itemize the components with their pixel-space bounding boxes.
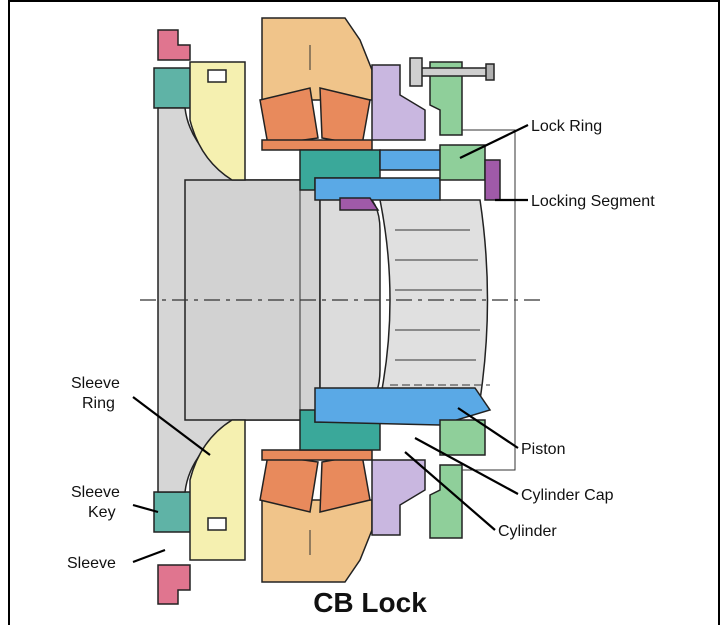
- lock-ring-part: [429, 61, 486, 539]
- label-sleeve-ring-line1: Sleeve: [71, 375, 120, 392]
- label-piston: Piston: [521, 441, 565, 458]
- cylinder-cap-part: [371, 64, 426, 536]
- label-sleeve-key-line2: Key: [88, 504, 116, 521]
- label-cylinder: Cylinder: [498, 523, 557, 540]
- label-locking-segment: Locking Segment: [531, 193, 655, 210]
- label-sleeve-ring-line2: Ring: [82, 395, 115, 412]
- sleeve-ring-part: [189, 61, 246, 561]
- label-lock-ring: Lock Ring: [531, 118, 602, 135]
- label-sleeve: Sleeve: [67, 555, 116, 572]
- bolt-hardware: [409, 57, 495, 87]
- sleeve-part: [157, 29, 191, 605]
- leader-lines: [132, 124, 529, 564]
- diagram-title: CB Lock: [313, 587, 427, 618]
- bearing-housing: [261, 17, 373, 583]
- label-sleeve-key-line1: Sleeve: [71, 484, 120, 501]
- locking-segment-part: [339, 159, 501, 211]
- piston-part: [314, 149, 492, 426]
- bearing-rollers: [259, 87, 373, 513]
- diagram-frame: [8, 0, 720, 625]
- label-cylinder-cap: Cylinder Cap: [521, 487, 614, 504]
